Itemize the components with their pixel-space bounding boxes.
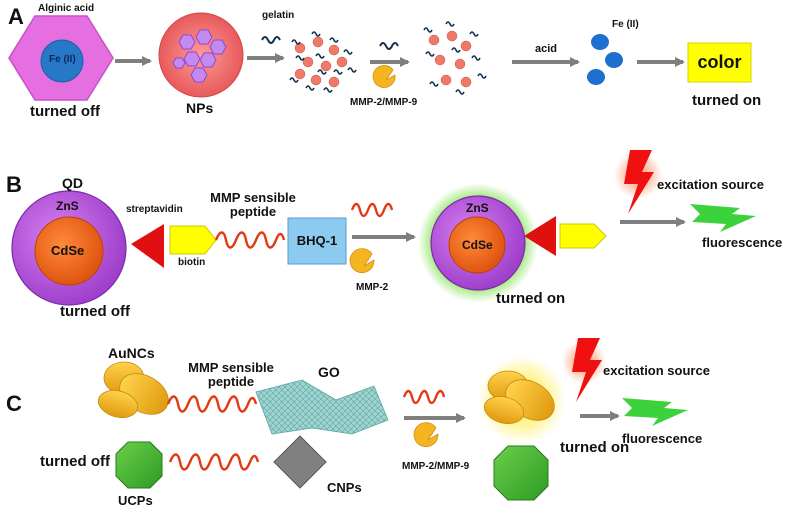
gelatin-np-cluster-1 [289, 31, 357, 93]
panel-letter-b: B [6, 172, 22, 197]
color-box [687, 42, 752, 83]
fe-dots [587, 34, 623, 85]
aunc-label: AuNCs [108, 345, 155, 361]
fe-inner-label: Fe (II) [49, 54, 76, 65]
biotin-label: biotin [178, 257, 206, 268]
zns-label: ZnS [56, 199, 79, 213]
alginic-acid-label: Alginic acid [38, 3, 95, 14]
gelatin-np-cluster-2 [423, 21, 487, 95]
gelatin-strand-icon [379, 42, 399, 50]
mmp-label-c: MMP-2/MMP-9 [402, 461, 470, 472]
turned-on-label-b: turned on [496, 290, 566, 307]
nanoparticle-icon [158, 12, 244, 98]
peptide-coil [214, 231, 286, 249]
lightning-icon [624, 150, 654, 214]
cdse-label-2: CdSe [462, 238, 493, 252]
np-hexagons [172, 29, 227, 83]
mmp-enzyme-icon [372, 65, 396, 88]
fluorescence-label-c: fluorescence [622, 431, 703, 446]
cnps-label: CNPs [327, 480, 362, 495]
mmp-label-a: MMP-2/MMP-9 [350, 97, 418, 108]
cnp-icon [273, 435, 327, 489]
turned-off-label-a: turned off [30, 103, 100, 120]
zns-label-2: ZnS [466, 201, 489, 215]
peptide-coil [166, 395, 258, 413]
cdse-core-icon [34, 216, 104, 286]
go-label: GO [318, 364, 340, 380]
fe-core-icon [40, 39, 84, 83]
fluorescence-label-b: fluorescence [702, 235, 783, 250]
aunc-cluster [97, 361, 169, 418]
turned-off-label-b: turned off [60, 303, 130, 320]
peptide-label-b: MMP sensible peptide [210, 190, 296, 220]
turned-on-label-c: turned on [560, 439, 630, 456]
cdse-label: CdSe [51, 243, 85, 258]
peptide-fragment [402, 389, 446, 405]
peptide-label-c: MMP sensible peptide [188, 360, 274, 390]
aunc-cluster-free [483, 370, 555, 424]
bhq-box [287, 217, 347, 265]
streptavidin-label: streptavidin [126, 204, 183, 215]
panel-letter-c: C [6, 391, 22, 416]
ucp-icon [115, 441, 163, 489]
peptide-coil [168, 453, 260, 471]
ucp-icon [493, 445, 549, 501]
turned-off-label-c: turned off [40, 453, 110, 470]
biotin-icon [559, 223, 607, 249]
graphene-oxide-sheet-icon [255, 379, 389, 435]
peptide-fragment [350, 202, 394, 218]
streptavidin-icon [131, 224, 164, 268]
ucps-label: UCPs [118, 493, 153, 508]
bhq-label: BHQ-1 [296, 233, 338, 248]
color-label: color [697, 52, 742, 72]
turned-on-label-a: turned on [692, 92, 762, 109]
mmp-enzyme-icon [413, 422, 439, 448]
fe-product-label: Fe (II) [612, 19, 639, 30]
cdse-core-icon [448, 216, 506, 274]
gelatin-label: gelatin [262, 10, 295, 21]
gelatin-strand-icon [261, 36, 281, 44]
biotin-icon [169, 225, 217, 255]
fluorescence-icon [622, 398, 688, 426]
mmp-enzyme-icon [349, 248, 375, 274]
nps-label: NPs [186, 100, 214, 116]
lightning-icon [572, 338, 602, 402]
fluorescence-icon [690, 204, 756, 232]
mmp-label-b: MMP-2 [356, 282, 389, 293]
streptavidin-icon [524, 216, 556, 256]
acid-label: acid [535, 43, 558, 55]
excitation-label-c: excitation source [603, 363, 710, 378]
panel-letter-a: A [8, 4, 24, 29]
excitation-label-b: excitation source [657, 177, 764, 192]
qd-label: QD [62, 175, 83, 191]
